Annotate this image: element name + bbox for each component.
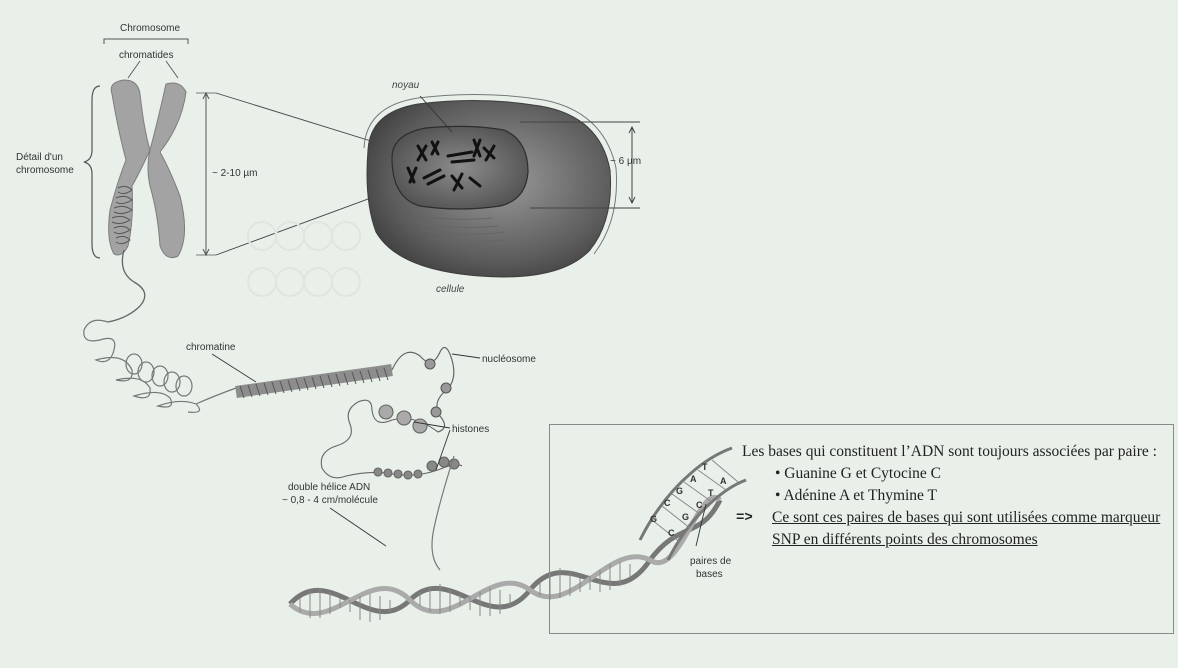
detail-label-line2: chromosome [16, 165, 74, 176]
chromosome-bracket [104, 39, 188, 44]
nucleus [392, 126, 528, 209]
chromatin-thread [108, 250, 145, 322]
solenoid-coil [84, 320, 200, 412]
histones-label: histones [452, 424, 489, 435]
info-intro: Les bases qui constituent l’ADN sont tou… [742, 441, 1162, 463]
nucleosome-pointer [452, 354, 480, 358]
info-conclusion: => Ce sont ces paires de bases qui sont … [742, 507, 1162, 551]
base-pair-info-text: Les bases qui constituent l’ADN sont tou… [742, 441, 1162, 551]
info-bullet-gc: • Guanine G et Cytocine C [742, 463, 1162, 485]
nucleosome-label: nucléosome [482, 354, 536, 365]
chromosome-title: Chromosome [120, 23, 180, 34]
chromatine-label: chromatine [186, 342, 236, 353]
chromatides-label: chromatides [119, 50, 173, 61]
double-helix-pointer [330, 508, 386, 546]
double-helix-label-line2: ~ 0,8 - 4 cm/molécule [282, 495, 378, 506]
info-conclusion-text: Ce sont ces paires de bases qui sont uti… [772, 509, 1160, 548]
double-helix-label-line1: double hélice ADN [288, 482, 370, 493]
x-chromosome [109, 80, 186, 258]
helix-thread [432, 456, 454, 570]
detail-brace [84, 86, 100, 258]
noyau-label: noyau [392, 80, 420, 91]
arrow-icon: => [736, 507, 753, 529]
chromatine-pointer [212, 354, 256, 382]
chromosome-size-label: ~ 2-10 µm [212, 168, 258, 179]
cell-size-label: ~ 6 µm [610, 156, 641, 167]
info-bullet-at: • Adénine A et Thymine T [742, 485, 1162, 507]
chromatides-pointers [128, 61, 178, 78]
cellule-label: cellule [436, 284, 465, 295]
detail-label-line1: Détail d'un [16, 152, 63, 163]
